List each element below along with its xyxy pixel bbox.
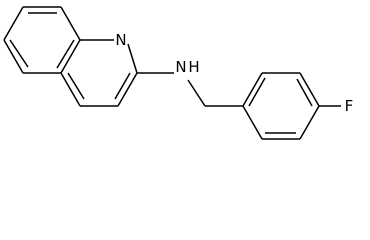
- bond: [187, 79, 206, 107]
- amine-nitrogen-label: N: [175, 58, 186, 76]
- bond: [67, 72, 85, 100]
- bond: [60, 72, 81, 107]
- bond: [60, 39, 81, 74]
- bond: [3, 39, 24, 74]
- bond: [114, 72, 131, 100]
- ring-nitrogen-label: N: [115, 31, 126, 49]
- bond: [60, 6, 81, 41]
- bond: [296, 78, 313, 107]
- atom-labels: N N H F: [115, 31, 353, 115]
- amine-hydrogen-label: H: [188, 58, 199, 76]
- bond-lines: [3, 6, 341, 140]
- bond: [299, 72, 320, 107]
- bond: [56, 39, 75, 69]
- molecule-structure: N N H F: [3, 6, 353, 140]
- fluorine-label: F: [345, 97, 354, 115]
- bond: [3, 6, 24, 41]
- bond: [127, 43, 138, 74]
- bond: [248, 77, 266, 107]
- bond: [242, 72, 263, 107]
- bond: [9, 39, 29, 68]
- bond: [242, 105, 263, 140]
- bond: [299, 105, 320, 140]
- bond: [117, 72, 138, 107]
